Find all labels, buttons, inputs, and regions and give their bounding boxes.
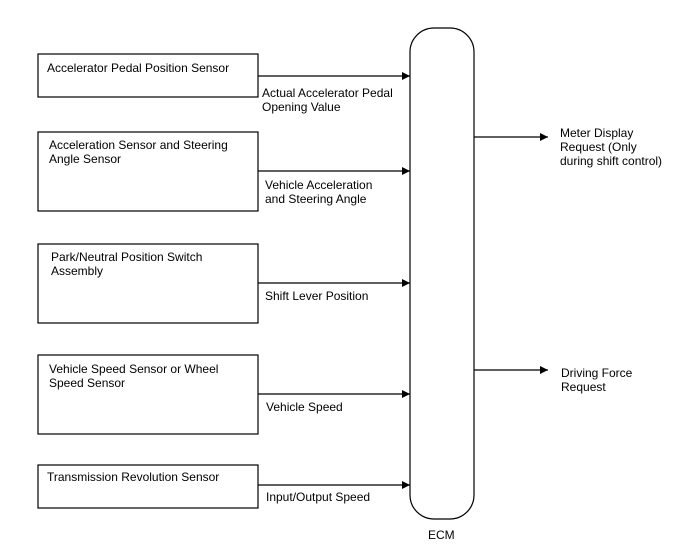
sensor-box-2 bbox=[37, 131, 259, 212]
output-label-2: Driving Force Request bbox=[561, 366, 633, 394]
sensor-box-1 bbox=[37, 53, 259, 98]
sensor-name-4: Vehicle Speed Sensor or Wheel Speed Sens… bbox=[49, 362, 219, 390]
ecm-label: ECM bbox=[428, 528, 455, 542]
sensor-name-1: Accelerator Pedal Position Sensor bbox=[47, 61, 230, 75]
sensor-box-4 bbox=[37, 354, 259, 435]
signal-label-3: Shift Lever Position bbox=[265, 289, 369, 303]
signal-label-4: Vehicle Speed bbox=[266, 400, 343, 414]
signal-label-5: Input/Output Speed bbox=[266, 490, 371, 504]
signal-label-1: Actual Accelerator Pedal Opening Value bbox=[262, 86, 393, 114]
sensor-name-3: Park/Neutral Position Switch Assembly bbox=[51, 250, 203, 278]
output-label-1: Meter Display Request (Only during shift… bbox=[560, 126, 663, 168]
ecm-block bbox=[409, 27, 475, 520]
sensor-name-5: Transmission Revolution Sensor bbox=[47, 470, 220, 484]
sensor-name-2: Acceleration Sensor and Steering Angle S… bbox=[49, 138, 228, 166]
signal-label-2: Vehicle Acceleration and Steering Angle bbox=[265, 178, 373, 206]
sensor-box-5 bbox=[37, 464, 259, 509]
sensor-box-3 bbox=[37, 243, 259, 324]
